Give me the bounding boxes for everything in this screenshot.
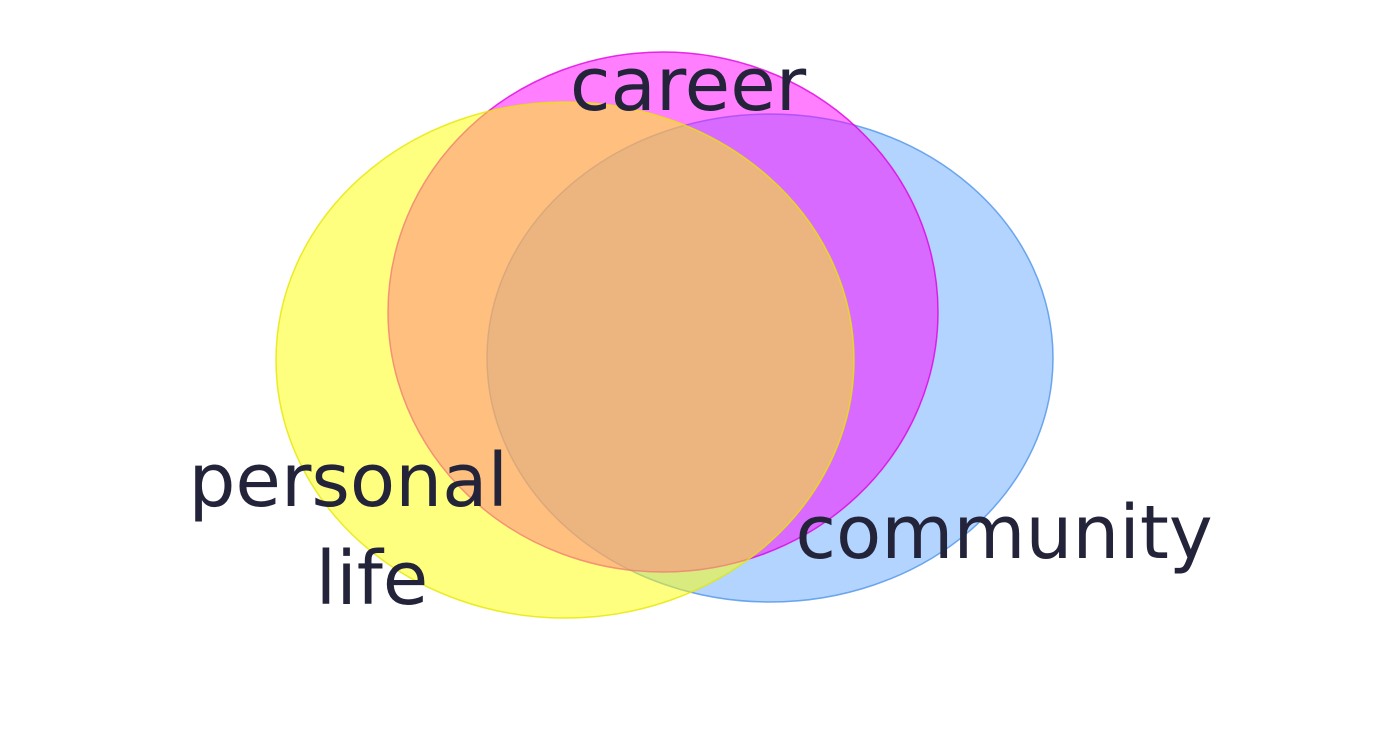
personal-life-label: personal life [188, 438, 531, 622]
personal-life-label-line-1: personal [188, 438, 508, 524]
personal-life-circle [275, 101, 855, 619]
community-label: community [795, 490, 1212, 576]
career-label: career [570, 42, 807, 128]
personal-life-label-line-2: life [316, 536, 429, 622]
